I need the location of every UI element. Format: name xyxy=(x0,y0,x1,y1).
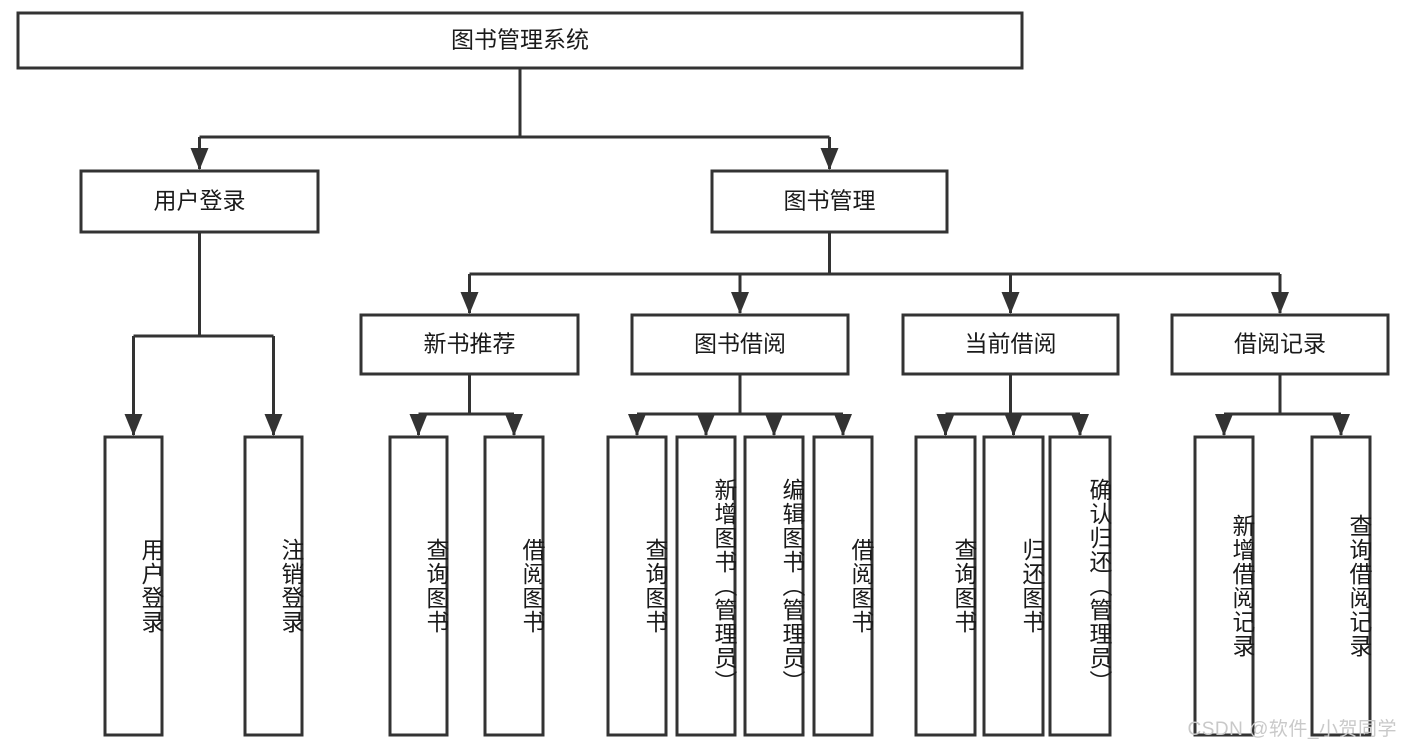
node-label-book-borrow: 图书借阅 xyxy=(694,331,786,357)
node-box-leaf-logout[interactable] xyxy=(243,435,304,737)
arrow-head-icon-leaf-query-book-cur xyxy=(936,414,955,436)
node-box-user-login[interactable] xyxy=(79,169,320,234)
node-label-current-borrow: 当前借阅 xyxy=(965,331,1057,357)
node-box-leaf-borrow-book[interactable] xyxy=(812,435,874,737)
arrow-head-icon-leaf-user-login xyxy=(124,414,143,436)
node-box-borrow-record[interactable] xyxy=(1170,313,1390,376)
arrow-head-icon-new-book-recommend xyxy=(460,292,479,314)
arrow-head-icon-current-borrow xyxy=(1001,292,1020,314)
node-box-book-borrow[interactable] xyxy=(630,313,850,376)
watermark-credit: CSDN @软件_小贺同学 xyxy=(1187,719,1397,740)
node-label-book-manage: 图书管理 xyxy=(784,188,876,214)
arrow-head-icon-leaf-add-book xyxy=(697,414,715,436)
node-label-root: 图书管理系统 xyxy=(451,27,589,53)
arrow-head-icon-book-borrow xyxy=(731,292,749,314)
node-box-leaf-add-record[interactable] xyxy=(1193,435,1255,737)
node-box-leaf-return-book[interactable] xyxy=(982,435,1045,737)
node-box-leaf-confirm-return[interactable] xyxy=(1048,435,1112,737)
arrow-head-icon-leaf-borrow-book-rec xyxy=(505,414,523,436)
node-box-leaf-query-record[interactable] xyxy=(1310,435,1372,737)
node-box-root[interactable] xyxy=(16,11,1024,70)
arrow-head-icon-book-manage xyxy=(820,148,839,170)
arrow-head-icon-leaf-query-book-borrow xyxy=(628,414,646,436)
node-label-user-login: 用户登录 xyxy=(154,188,246,214)
node-box-leaf-edit-book[interactable] xyxy=(743,435,805,737)
node-box-leaf-query-book-borrow[interactable] xyxy=(606,435,668,737)
arrow-head-icon-leaf-add-record xyxy=(1215,414,1233,436)
arrow-head-icon-leaf-borrow-book xyxy=(834,414,852,436)
arrow-head-icon-leaf-edit-book xyxy=(765,414,783,436)
node-box-leaf-user-login[interactable] xyxy=(103,435,164,737)
boxes-layer xyxy=(16,11,1390,737)
arrow-head-icon-leaf-logout xyxy=(264,414,283,436)
arrow-head-icon-user-login xyxy=(190,148,209,170)
connectors-layer xyxy=(124,68,1350,436)
arrow-head-icon-leaf-return-book xyxy=(1004,414,1023,436)
arrow-head-icon-borrow-record xyxy=(1271,292,1289,314)
node-label-borrow-record: 借阅记录 xyxy=(1234,331,1326,357)
arrow-head-icon-leaf-query-book-rec xyxy=(409,414,428,436)
node-box-leaf-query-book-rec[interactable] xyxy=(388,435,449,737)
node-box-leaf-borrow-book-rec[interactable] xyxy=(483,435,545,737)
arrow-head-icon-leaf-query-record xyxy=(1332,414,1350,436)
node-box-current-borrow[interactable] xyxy=(901,313,1120,376)
node-box-book-manage[interactable] xyxy=(710,169,949,234)
arrow-head-icon-leaf-confirm-return xyxy=(1071,414,1089,436)
node-box-new-book-recommend[interactable] xyxy=(359,313,580,376)
node-box-leaf-add-book[interactable] xyxy=(675,435,737,737)
node-label-new-book-recommend: 新书推荐 xyxy=(424,331,516,357)
node-box-leaf-query-book-cur[interactable] xyxy=(914,435,977,737)
